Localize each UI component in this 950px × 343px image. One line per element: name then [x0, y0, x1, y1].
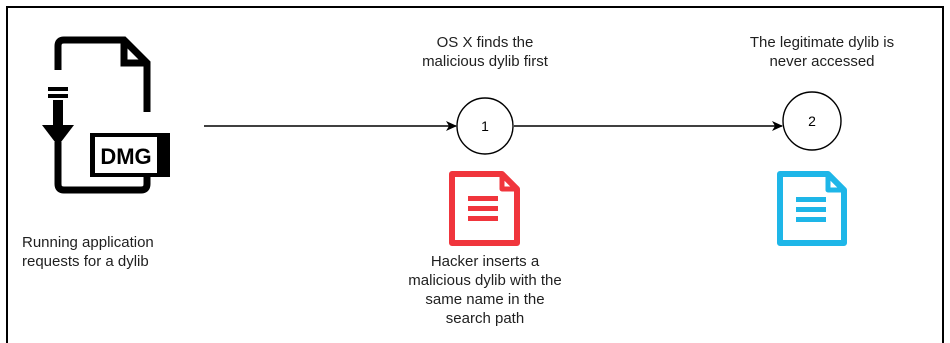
- step-1-number: 1: [481, 118, 489, 134]
- app-caption-line: requests for a dylib: [22, 253, 149, 270]
- step-1-caption: OS X finds the malicious dylib first: [410, 33, 560, 71]
- step-2-node: 2: [782, 91, 842, 151]
- step-2-caption-line: never accessed: [769, 53, 875, 70]
- dmg-badge-text: DMG: [100, 144, 151, 169]
- dmg-file-icon: DMG: [42, 36, 170, 194]
- app-caption: Running application requests for a dylib: [22, 233, 154, 271]
- hacker-caption-line: search path: [445, 310, 525, 327]
- step-2-caption-line: The legitimate dylib is: [749, 34, 895, 51]
- hacker-caption-line: same name in the: [425, 291, 545, 308]
- hacker-caption-line: malicious dylib with the: [408, 272, 562, 289]
- legitimate-document-icon: [777, 171, 847, 246]
- step-2-number: 2: [808, 113, 816, 129]
- diagram-frame: [6, 6, 944, 343]
- hacker-caption: Hacker inserts a malicious dylib with th…: [390, 252, 580, 328]
- step-2-caption: The legitimate dylib is never accessed: [732, 33, 912, 71]
- app-caption-line: Running application: [22, 234, 154, 251]
- step-1-node: 1: [456, 97, 514, 155]
- step-1-caption-line: OS X finds the: [436, 34, 534, 51]
- hacker-caption-line: Hacker inserts a: [430, 253, 540, 270]
- malicious-document-icon: [449, 171, 520, 246]
- step-1-caption-line: malicious dylib first: [422, 53, 548, 70]
